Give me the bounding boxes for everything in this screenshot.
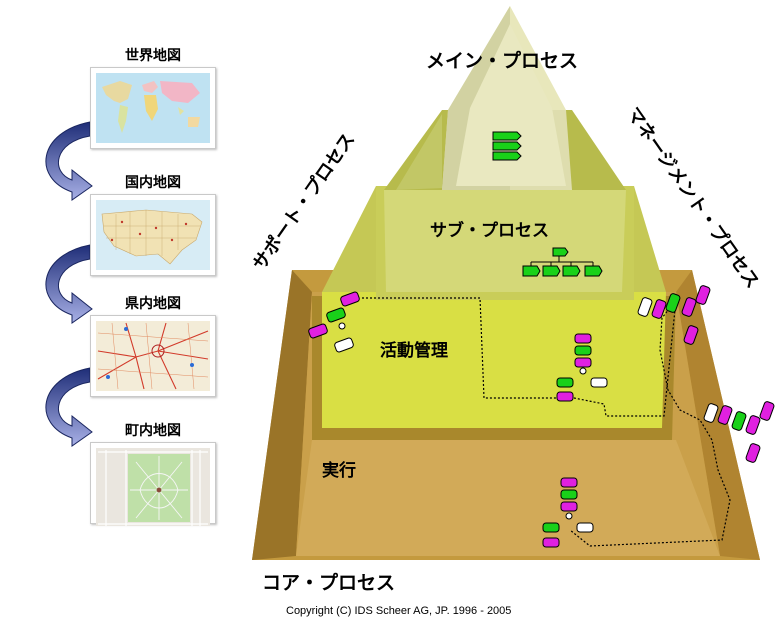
core-process-label: コア・プロセス: [262, 572, 396, 594]
arrow-icon: [45, 121, 93, 201]
map-label-world: 世界地図: [125, 48, 181, 64]
tier-main: [442, 6, 572, 190]
sub-process-label: サブ・プロセス: [430, 221, 549, 241]
main-process-label: メイン・プロセス: [426, 50, 579, 72]
process-flow-line: [362, 297, 731, 547]
arrow-icon: [45, 367, 93, 447]
zoom-arrows: [45, 121, 93, 447]
activity-label: 活動管理: [380, 341, 448, 361]
map-label-town: 町内地図: [125, 423, 181, 439]
support-process-nodes: [308, 291, 360, 353]
town-map-image: [90, 442, 216, 526]
country-map-image: [90, 194, 216, 276]
sub-process-tree: [522, 247, 603, 277]
execution-label: 実行: [322, 461, 356, 481]
main-process-node: [492, 131, 522, 161]
arrow-icon: [45, 244, 93, 324]
management-process-nodes: [637, 285, 711, 345]
activity-process-nodes: [556, 333, 608, 402]
execution-process-nodes: [542, 477, 594, 548]
map-label-country: 国内地図: [125, 175, 181, 191]
world-map-image: [90, 67, 216, 149]
prefecture-map-image: [90, 315, 216, 397]
management-process-nodes-lower: [703, 401, 775, 463]
map-label-prefecture: 県内地図: [125, 296, 181, 312]
